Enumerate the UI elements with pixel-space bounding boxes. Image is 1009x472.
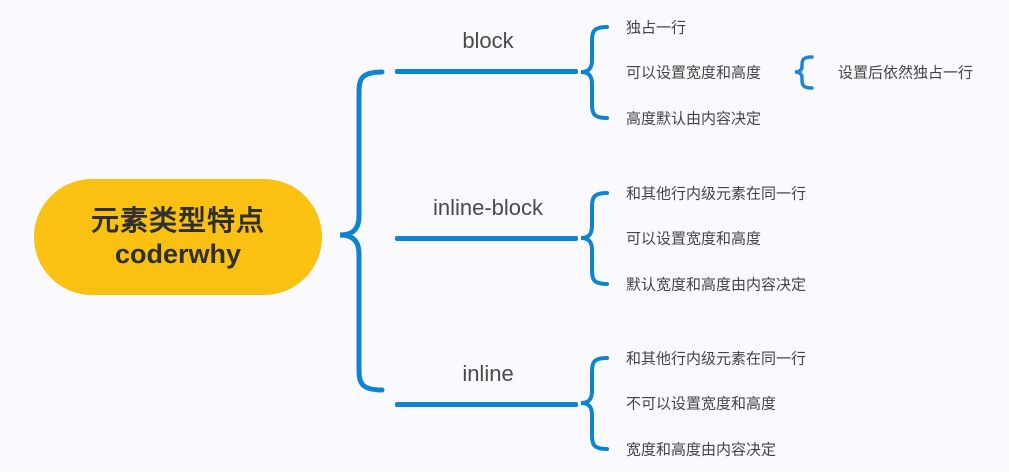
branch-label-inline[interactable]: inline — [462, 361, 514, 386]
branch-brace-icon-3 — [580, 356, 609, 451]
root-node[interactable]: 元素类型特点 coderwhy — [34, 179, 322, 295]
leaf-inline-block-1[interactable]: 和其他行内级元素在同一行 — [626, 185, 807, 203]
leaf-inline-block-2[interactable]: 可以设置宽度和高度 — [626, 230, 762, 248]
sub-brace-icon-1 — [794, 55, 814, 90]
leaf-block-1[interactable]: 独占一行 — [626, 19, 687, 37]
leaf-inline-1[interactable]: 和其他行内级元素在同一行 — [626, 350, 807, 368]
leaf-block-3[interactable]: 高度默认由内容决定 — [626, 110, 762, 128]
branch-brace-icon-2 — [580, 191, 609, 286]
sub-leaf-block-2-1[interactable]: 设置后依然独占一行 — [838, 64, 974, 82]
root-title: 元素类型特点 — [90, 204, 265, 236]
branch-underline-block — [395, 69, 578, 74]
branch-label-inline-block[interactable]: inline-block — [432, 195, 544, 220]
leaf-inline-2[interactable]: 不可以设置宽度和高度 — [626, 395, 777, 413]
root-brace-icon — [339, 69, 385, 393]
branch-underline-inline — [395, 402, 578, 407]
root-subtitle: coderwhy — [114, 238, 242, 269]
branch-brace-icon-1 — [580, 25, 609, 120]
branch-label-block[interactable]: block — [462, 28, 514, 53]
branch-underline-inline-block — [395, 236, 578, 241]
leaf-inline-block-3[interactable]: 默认宽度和高度由内容决定 — [626, 276, 807, 294]
leaf-inline-3[interactable]: 宽度和高度由内容决定 — [626, 441, 777, 459]
leaf-block-2[interactable]: 可以设置宽度和高度 — [626, 64, 762, 82]
